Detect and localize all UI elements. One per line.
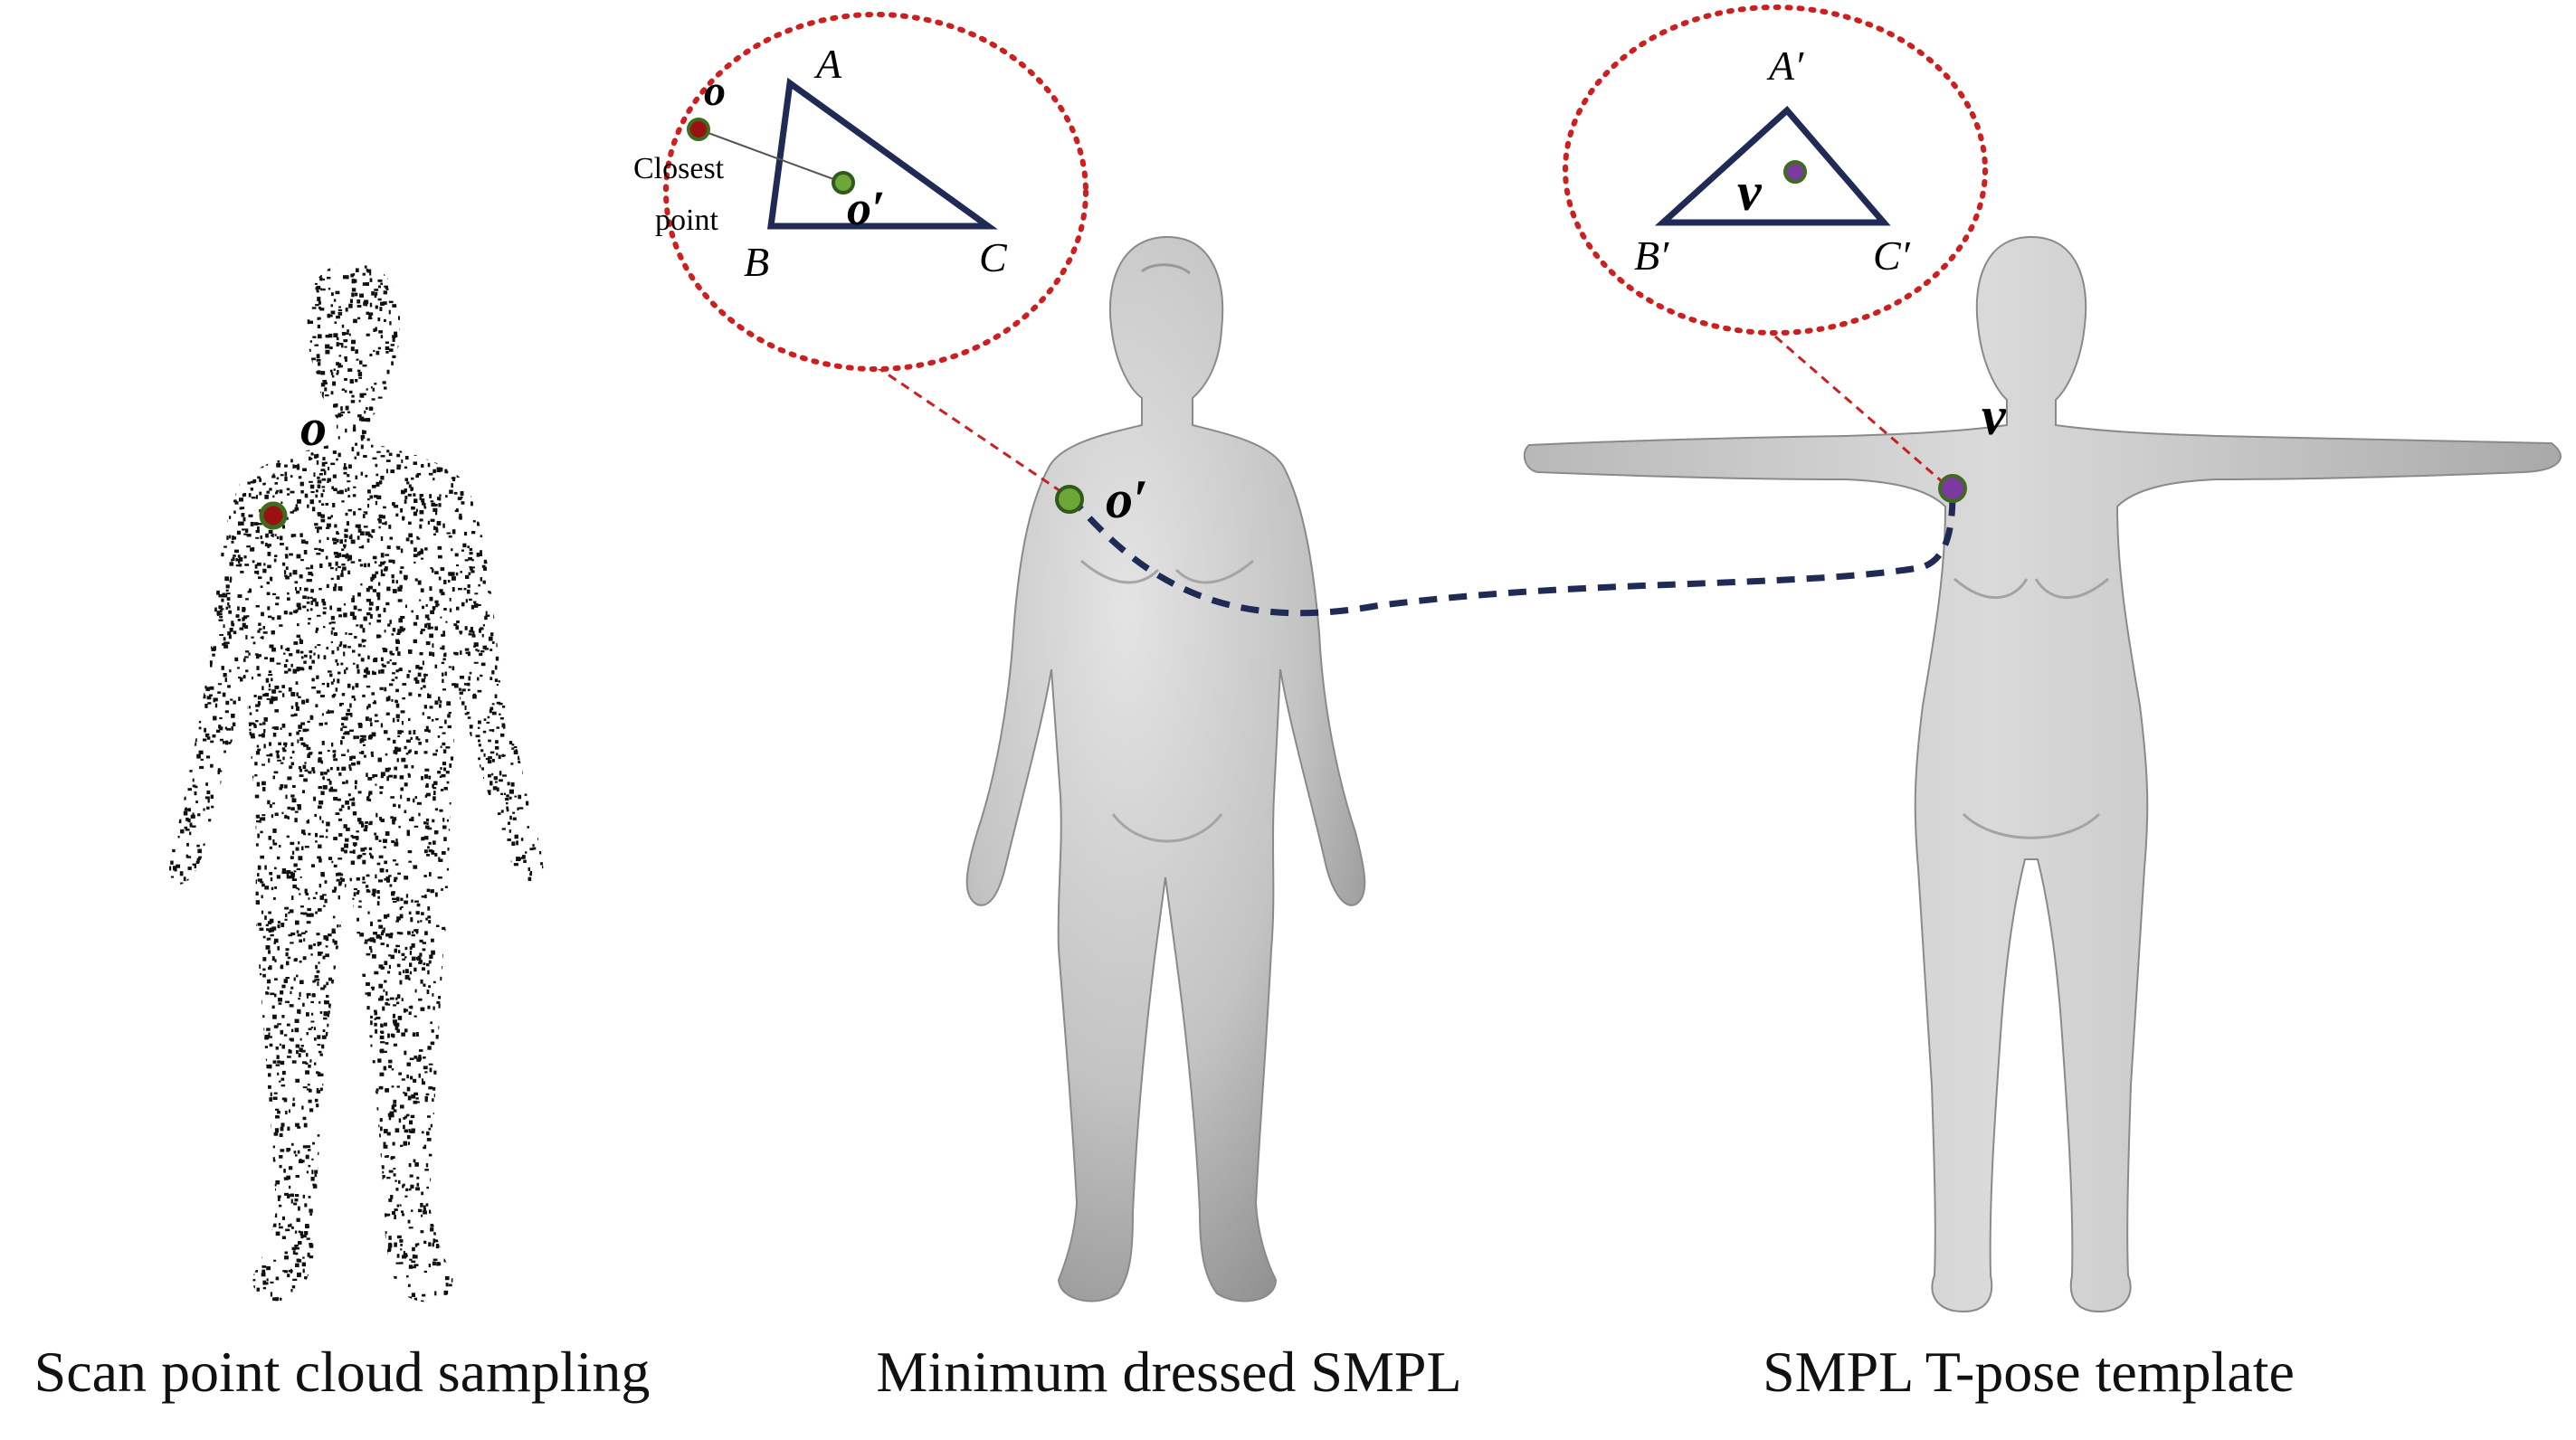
caption-smpl-tpose-template: SMPL T-pose template [1763, 1340, 2295, 1404]
tpose-body-figure [1523, 235, 2562, 1313]
callout-label-o-prime: o′ [847, 181, 885, 235]
vertex-c-prime: C′ [1873, 232, 1911, 279]
vertex-b-prime: B′ [1634, 232, 1669, 279]
triangle-abc [767, 77, 998, 230]
callout-point-o-prime [832, 171, 855, 194]
closest-point-text-line2: point [655, 204, 718, 237]
vertex-c: C [979, 234, 1008, 280]
callout-point-v [1783, 160, 1807, 184]
correspondence-curve [1067, 492, 1956, 617]
caption-scan-point-cloud: Scan point cloud sampling [33, 1340, 651, 1404]
closest-point-line [698, 128, 844, 184]
point-o-prime-marker [1055, 485, 1084, 514]
triangle-abc-prime [1654, 106, 1891, 226]
callout-left: o o′ A B C Closest point [633, 12, 1088, 372]
label-o-prime: o′ [1106, 469, 1148, 529]
leader-line-left [875, 365, 1064, 495]
callout-label-o: o [704, 67, 726, 115]
callout-point-o [687, 118, 710, 141]
label-o: o [300, 398, 327, 457]
vertex-a-prime: A′ [1766, 43, 1804, 89]
closest-point-text-line1: Closest [633, 152, 725, 185]
caption-minimum-dressed-smpl: Minimum dressed SMPL [876, 1340, 1462, 1404]
leader-line-right [1774, 335, 1951, 490]
point-cloud-figure [169, 262, 544, 1303]
point-cloud-dots [169, 262, 544, 1303]
callout-label-v: v [1737, 162, 1763, 222]
vertex-a: A [813, 41, 842, 87]
point-v-marker [1938, 474, 1967, 503]
callout-right-border [1563, 5, 1988, 336]
callout-right: v A′ B′ C′ [1563, 5, 1988, 336]
vertex-b: B [744, 239, 769, 285]
dressed-body-figure [965, 235, 1366, 1303]
label-v: v [1982, 386, 2007, 446]
point-o-marker [259, 501, 288, 530]
callout-left-border [663, 12, 1088, 372]
